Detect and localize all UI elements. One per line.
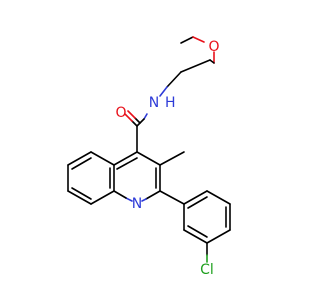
bond-c4-c4a — [113, 151, 138, 166]
bond-n-c-blue — [143, 113, 148, 120]
bond-n-c8a — [113, 190, 127, 199]
bond-aryl-2-inner — [187, 196, 208, 209]
bond-aryl-5 — [206, 229, 231, 244]
bond-c-o-2-red — [127, 110, 136, 119]
atom-o-carbonyl: O — [115, 105, 126, 121]
bond-ch2-ch2 — [180, 59, 211, 73]
bond-c2-n — [145, 190, 161, 200]
bond-c7-c8 — [67, 190, 92, 205]
bond-c7-c8-inner — [71, 187, 92, 200]
bond-c5-c6 — [67, 151, 92, 166]
bond-c-o-1-red — [124, 113, 133, 122]
bond-o-ch2-dark — [209, 59, 215, 64]
bond-methyl-o — [180, 36, 194, 44]
bond-ch2-n — [166, 71, 182, 88]
atom-h-amide: H — [165, 95, 176, 111]
bond-c2-aryl — [159, 190, 185, 205]
atom-o-ether: O — [208, 39, 219, 55]
bond-aryl-6 — [183, 229, 208, 244]
bond-n-c8a-blue — [125, 197, 133, 202]
bond-aryl-2 — [183, 190, 208, 205]
bond-ch2-n-blue — [159, 86, 168, 97]
bond-c5-c6-inner — [71, 157, 92, 170]
bond-c-o-1 — [131, 120, 138, 127]
bond-c-o-2 — [134, 117, 141, 124]
bond-methyl-o-red — [192, 36, 205, 43]
molecule-structure: O N H O N Cl — [67, 36, 231, 278]
bond-c4a-c5 — [90, 151, 115, 166]
bond-aryl-6-inner — [187, 225, 208, 238]
bond-c8-c8a — [90, 190, 115, 205]
atom-cl: Cl — [200, 262, 214, 278]
bond-c4-c4a-inner — [116, 157, 138, 170]
atom-n-amide: N — [149, 95, 159, 111]
bond-c2-n-blue — [141, 198, 147, 202]
bond-c3-methyl — [159, 151, 185, 166]
bond-c4-c3 — [136, 151, 161, 166]
bond-aryl-3 — [206, 190, 231, 205]
atom-n-ring: N — [132, 196, 142, 212]
molecule-diagram: O N H O N Cl — [67, 36, 231, 278]
